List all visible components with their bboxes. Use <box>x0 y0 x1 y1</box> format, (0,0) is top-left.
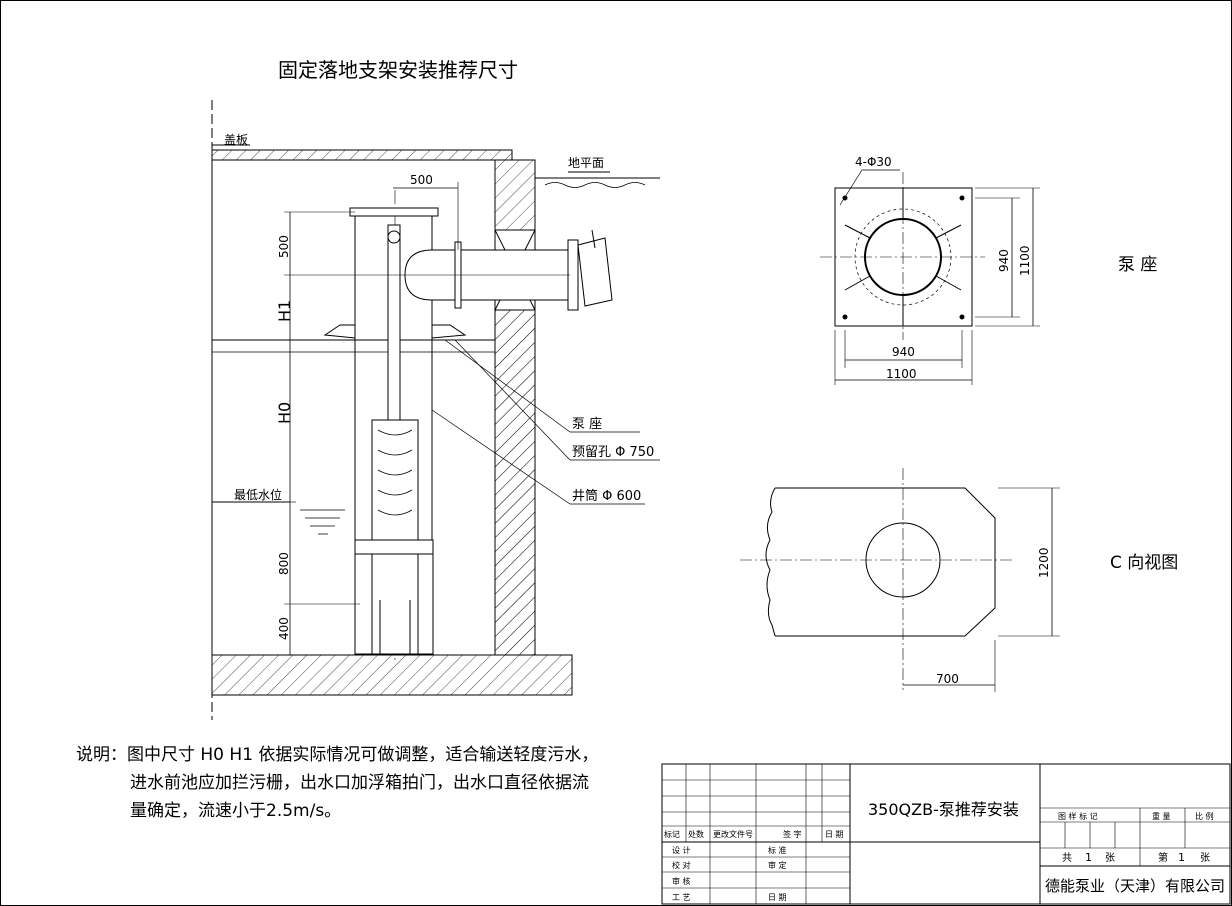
label-min-water: 最低水位 <box>234 487 282 502</box>
role-review: 审 核 <box>672 876 691 886</box>
drawing-title: 固定落地支架安装推荐尺寸 <box>278 58 518 82</box>
label-ground: 地平面 <box>568 156 604 170</box>
company-name: 德能泵业（天津）有限公司 <box>1045 877 1225 895</box>
role-approve: 审 定 <box>768 860 787 870</box>
page-label: 第 <box>1158 851 1168 864</box>
dim-1100-h: 1100 <box>886 367 917 381</box>
page-value: 1 <box>1178 851 1185 864</box>
dim-700: 700 <box>936 672 959 686</box>
dim-940-v: 940 <box>997 249 1011 272</box>
label-pump-seat: 泵 座 <box>572 417 602 432</box>
total-unit: 张 <box>1105 852 1115 864</box>
note-line-2: 进水前池应加拦污栅，出水口加浮箱拍门，出水口直径依据流 <box>130 773 589 793</box>
rev-header-count: 处数 <box>688 829 704 839</box>
dim-4-holes: 4-Φ30 <box>855 155 892 169</box>
mark-label: 图 样 标 记 <box>1058 811 1098 821</box>
dim-500-side: 500 <box>277 235 291 258</box>
dim-H0: H0 <box>275 402 294 424</box>
label-reserved-hole: 预留孔 Φ 750 <box>572 445 654 460</box>
total-label: 共 <box>1062 852 1072 864</box>
label-shaft: 井筒 Φ 600 <box>572 488 641 504</box>
rev-header-mark: 标记 <box>664 829 680 839</box>
rev-header-date: 日 期 <box>825 830 844 839</box>
page-unit: 张 <box>1200 852 1210 864</box>
dim-H1: H1 <box>275 300 294 322</box>
role-standard: 标 准 <box>768 845 787 855</box>
drawing-name: 350QZB-泵推荐安装 <box>868 800 1019 819</box>
role-check: 校 对 <box>672 860 691 870</box>
note-line-3: 量确定，流速小于2.5m/s。 <box>130 801 342 821</box>
dim-400: 400 <box>277 617 291 640</box>
label-cover-plate: 盖板 <box>224 133 248 147</box>
rev-header-doc: 更改文件号 <box>713 829 753 839</box>
role-date: 日 期 <box>768 893 787 902</box>
dim-500-top: 500 <box>410 173 433 187</box>
dim-1200: 1200 <box>1037 547 1051 578</box>
role-design: 设 计 <box>672 845 691 855</box>
dim-1100-v: 1100 <box>1018 245 1032 276</box>
scale-label: 比 例 <box>1195 811 1214 821</box>
view-c-title: C 向视图 <box>1110 553 1178 573</box>
weight-label: 重 量 <box>1152 811 1171 821</box>
dim-800: 800 <box>277 552 291 575</box>
note-line-1: 说明：图中尺寸 H0 H1 依据实际情况可做调整，适合输送轻度污水， <box>76 745 599 765</box>
role-process: 工 艺 <box>672 893 691 902</box>
rev-header-sign: 签 字 <box>783 829 802 839</box>
view-pump-seat-title: 泵 座 <box>1118 255 1157 275</box>
dim-940-h: 940 <box>892 345 915 359</box>
total-value: 1 <box>1085 851 1092 864</box>
